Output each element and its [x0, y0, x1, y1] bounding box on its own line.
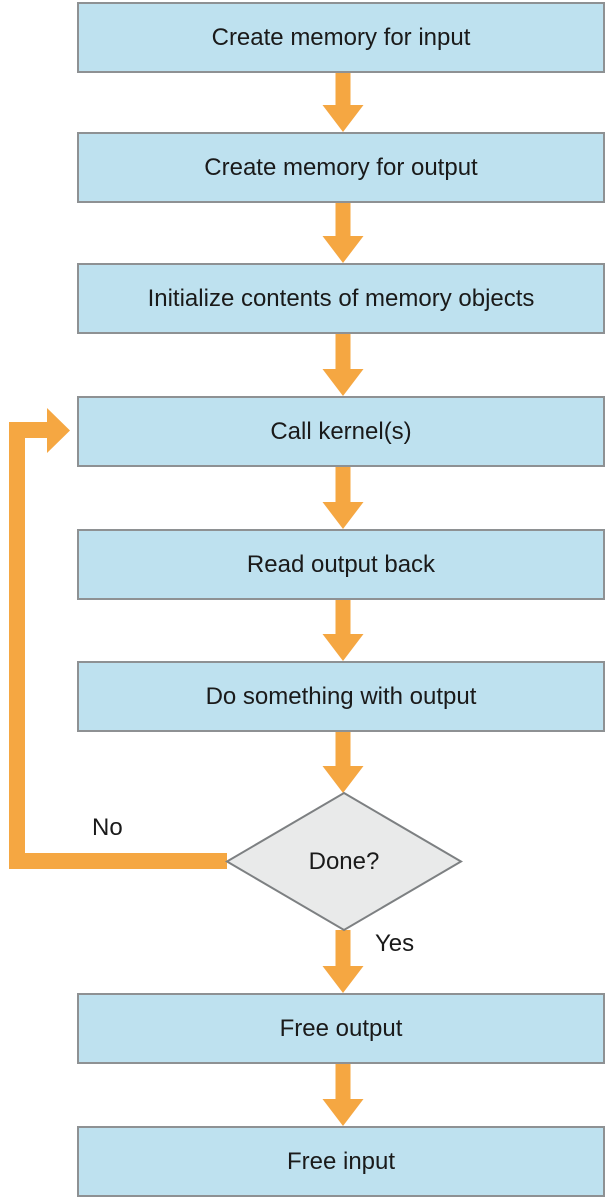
- step-label: Call kernel(s): [270, 417, 412, 445]
- step-free-output: Free output: [77, 993, 605, 1064]
- arrow-down-3: [322, 334, 364, 396]
- arrow-no-loop: [9, 408, 227, 869]
- arrow-down-4: [322, 467, 364, 529]
- step-label: Free output: [279, 1014, 403, 1042]
- arrow-down-6: [322, 732, 364, 793]
- arrow-down-5: [322, 600, 364, 661]
- step-create-memory-input: Create memory for input: [77, 2, 605, 73]
- step-label: Create memory for input: [211, 23, 471, 51]
- step-label: Do something with output: [205, 682, 477, 710]
- step-label: Initialize contents of memory objects: [147, 284, 535, 312]
- step-call-kernels: Call kernel(s): [77, 396, 605, 467]
- arrow-yes-branch: [322, 930, 364, 993]
- decision-label: Done?: [308, 847, 380, 875]
- arrow-down-1: [322, 73, 364, 132]
- step-label: Create memory for output: [204, 153, 478, 181]
- step-free-input: Free input: [77, 1126, 605, 1197]
- step-label: Free input: [286, 1147, 396, 1175]
- no-branch-label: No: [92, 814, 123, 841]
- step-read-output-back: Read output back: [77, 529, 605, 600]
- decision-done: Done?: [227, 793, 461, 930]
- step-initialize-memory-objects: Initialize contents of memory objects: [77, 263, 605, 334]
- yes-branch-label: Yes: [375, 930, 415, 957]
- step-do-something-with-output: Do something with output: [77, 661, 605, 732]
- arrow-down-7: [322, 1064, 364, 1126]
- step-create-memory-output: Create memory for output: [77, 132, 605, 203]
- decision-diamond-shape: [225, 791, 463, 932]
- arrow-down-2: [322, 203, 364, 263]
- step-label: Read output back: [246, 550, 436, 578]
